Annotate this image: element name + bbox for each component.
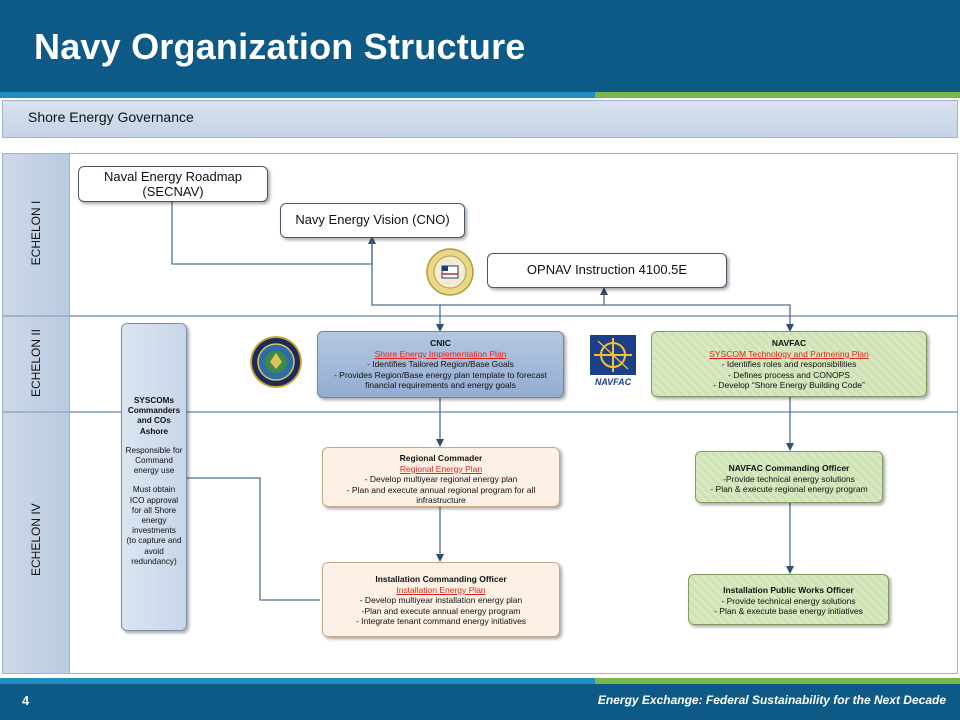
syscoms-body2-4: energy	[141, 516, 167, 526]
navfac-co-item-2: - Plan & execute regional energy program	[710, 484, 868, 494]
navfac-co-box: NAVFAC Commanding Officer -Provide techn…	[695, 451, 883, 503]
syscoms-title-3: and COs	[137, 416, 171, 426]
page-number: 4	[22, 693, 30, 708]
syscoms-body2-2: ICO approval	[129, 495, 179, 505]
footer-accent	[0, 678, 960, 684]
opnav-instruction-box: OPNAV Instruction 4100.5E	[487, 253, 727, 288]
navfac-logo-text: NAVFAC	[595, 377, 632, 387]
syscoms-body1-2: Command	[135, 456, 173, 466]
navfac-item-1: - Identifies roles and responsibilities	[721, 359, 857, 369]
installation-plan-link[interactable]: Installation Energy Plan	[396, 584, 486, 595]
regional-item-2: - Plan and execute annual regional progr…	[346, 484, 536, 495]
syscoms-body2-7: avoid	[144, 546, 164, 556]
syscoms-spacer-1	[122, 437, 186, 446]
navfac-logo-icon: NAVFAC	[590, 335, 636, 387]
slide-header	[0, 0, 960, 92]
syscoms-title-2: Commanders	[127, 406, 181, 416]
public-works-item-1: - Provide technical energy solutions	[721, 595, 856, 606]
regional-plan-link[interactable]: Regional Energy Plan	[399, 463, 483, 474]
echelon-2-header	[2, 316, 70, 412]
regional-item-3: infrastructure	[416, 495, 466, 505]
cnic-box: CNIC Shore Energy Implementation Plan - …	[317, 331, 564, 398]
cnic-title: CNIC	[430, 338, 451, 348]
vision-label: Navy Energy Vision (CNO)	[295, 212, 450, 227]
cnic-seal-icon	[250, 336, 302, 388]
governance-band	[2, 100, 958, 138]
header-accent-green	[595, 92, 960, 98]
installation-co-item-3: - Integrate tenant command energy initia…	[355, 616, 527, 626]
syscoms-body1-1: Responsible for	[125, 445, 183, 455]
cno-seal-icon	[426, 248, 474, 296]
installation-co-title: Installation Commanding Officer	[375, 574, 507, 584]
navfac-plan-link[interactable]: SYSCOM Technology and Partnering Plan	[709, 348, 869, 359]
cnic-item-3: financial requirements and energy goals	[365, 380, 516, 390]
syscoms-spacer-2	[122, 476, 186, 485]
opnav-label: OPNAV Instruction 4100.5E	[526, 262, 688, 277]
syscoms-body2-5: investments	[132, 526, 176, 536]
syscoms-to-installation-connector	[187, 477, 320, 601]
syscoms-body2-8: redundancy)	[131, 556, 177, 566]
cnic-plan-link[interactable]: Shore Energy Implementation Plan	[374, 348, 507, 359]
vision-to-cnic-connector	[371, 238, 444, 332]
roadmap-title: Naval Energy Roadmap	[103, 169, 243, 184]
public-works-title: Installation Public Works Officer	[723, 585, 854, 595]
naval-energy-roadmap-box: Naval Energy Roadmap (SECNAV)	[78, 166, 268, 202]
regional-commander-box: Regional Commader Regional Energy Plan -…	[322, 447, 560, 507]
regional-title: Regional Commader	[399, 453, 483, 463]
header-accent-blue	[0, 92, 595, 98]
governance-label: Shore Energy Governance	[28, 109, 194, 125]
slide-footer	[0, 684, 960, 720]
syscoms-box: SYSCOMs Commanders and COs Ashore Respon…	[121, 323, 187, 631]
navfac-title: NAVFAC	[771, 338, 807, 348]
public-works-item-2: - Plan & execute base energy initiatives	[714, 606, 863, 616]
footer-caption: Energy Exchange: Federal Sustainability …	[597, 693, 946, 707]
installation-co-box: Installation Commanding Officer Installa…	[322, 562, 560, 637]
installation-co-item-2: -Plan and execute annual energy program	[361, 605, 521, 616]
syscoms-body1-3: energy use	[133, 466, 175, 476]
syscoms-body2-6: (to capture and	[126, 536, 182, 546]
navfac-item-3: - Develop “Shore Energy Building Code”	[713, 380, 865, 390]
syscoms-body2-1: Must obtain	[132, 485, 176, 495]
public-works-box: Installation Public Works Officer - Prov…	[688, 574, 889, 625]
navfac-co-title: NAVFAC Commanding Officer	[728, 463, 850, 473]
cnic-item-2: - Provides Region/Base energy plan templ…	[333, 369, 548, 380]
cnic-item-1: - Identifies Tailored Region/Base Goals	[367, 359, 514, 369]
echelon-4-header	[2, 412, 70, 674]
echelon-1-header	[2, 153, 70, 316]
syscoms-body2-3: for all Shore	[131, 505, 177, 515]
navfac-co-item-1: -Provide technical energy solutions	[723, 473, 855, 484]
syscoms-title-4: Ashore	[139, 426, 169, 436]
slide-title: Navy Organization Structure	[34, 26, 526, 67]
navy-energy-vision-box: Navy Energy Vision (CNO)	[280, 203, 465, 238]
opnav-to-navfac-connector	[604, 304, 794, 332]
roadmap-subtitle: (SECNAV)	[142, 184, 204, 199]
syscoms-title-1: SYSCOMs	[133, 396, 175, 405]
navfac-item-2: - Defines process and CONOPS	[728, 369, 850, 380]
opnav-to-cnic-connector	[440, 287, 608, 306]
regional-item-1: - Develop multiyear regional energy plan	[364, 474, 518, 484]
installation-co-item-1: - Develop multiyear installation energy …	[359, 595, 523, 605]
navfac-box: NAVFAC SYSCOM Technology and Partnering …	[651, 331, 927, 397]
